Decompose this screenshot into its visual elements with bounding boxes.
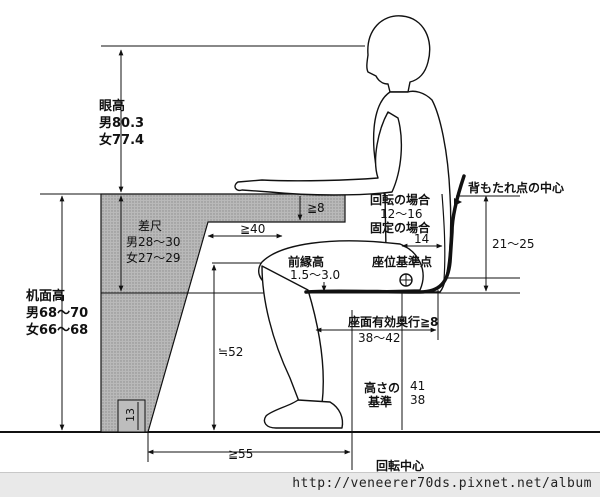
seated-human-figure	[234, 15, 452, 429]
eye-height-female: 女77.4	[99, 132, 144, 148]
seat-diff-male: 男28～30	[126, 235, 181, 249]
watermark-url: http://veneerer70ds.pixnet.net/album	[292, 476, 592, 491]
rotation-case-label: 回転の場合	[370, 192, 431, 207]
fixed-case-label: 固定の場合	[370, 220, 431, 235]
toe-height-label: 13	[124, 408, 137, 422]
desk-height-female: 女66～68	[26, 322, 88, 338]
ref-height-value-2: 38	[410, 393, 425, 407]
ref-height-title: 高さの	[364, 380, 400, 395]
desk-thickness-label: ≧8	[307, 201, 325, 215]
desk-height-title: 机面高	[26, 288, 65, 304]
ergonomic-seating-diagram: 眼高 男80.3 女77.4 机面高 男68～70 女66～68 差尺 男28～…	[0, 15, 600, 472]
knee-clearance-label: ≧40	[240, 222, 265, 236]
front-edge-value: 1.5～3.0	[290, 268, 340, 282]
seat-depth-title: 座面有効奥行≧8	[347, 314, 438, 329]
rotation-value-label: 12～16	[380, 207, 423, 221]
chair-seat	[304, 174, 466, 294]
watermark-bar: http://veneerer70ds.pixnet.net/album	[0, 472, 600, 497]
eye-height-title: 眼高	[99, 98, 125, 114]
eye-height-male: 男80.3	[99, 116, 144, 131]
ref-height-sub: 基準	[367, 394, 392, 409]
rotation-center-label: 回転中心	[376, 458, 424, 472]
ref-height-value-1: 41	[410, 379, 425, 393]
backrest-offset-label: 14	[414, 232, 429, 246]
seat-depth-value: 38～42	[358, 331, 401, 345]
front-edge-title: 前縁高	[288, 254, 324, 269]
backrest-height-label: 21～25	[492, 237, 535, 251]
seat-diff-female: 女27～29	[126, 250, 181, 265]
desk-toe-block	[117, 399, 146, 433]
foot-clearance-label: ≧55	[228, 447, 253, 461]
seat-ref-point-label: 座位基準点	[371, 254, 432, 269]
backrest-center-label: 背もたれ点の中心	[468, 180, 564, 195]
seat-diff-title: 差尺	[138, 219, 162, 233]
under-height-label: ≒52	[218, 345, 243, 359]
desk-height-male: 男68～70	[26, 306, 88, 321]
backrest-pointer-icon	[454, 198, 462, 206]
chair-back-inner	[441, 193, 446, 281]
